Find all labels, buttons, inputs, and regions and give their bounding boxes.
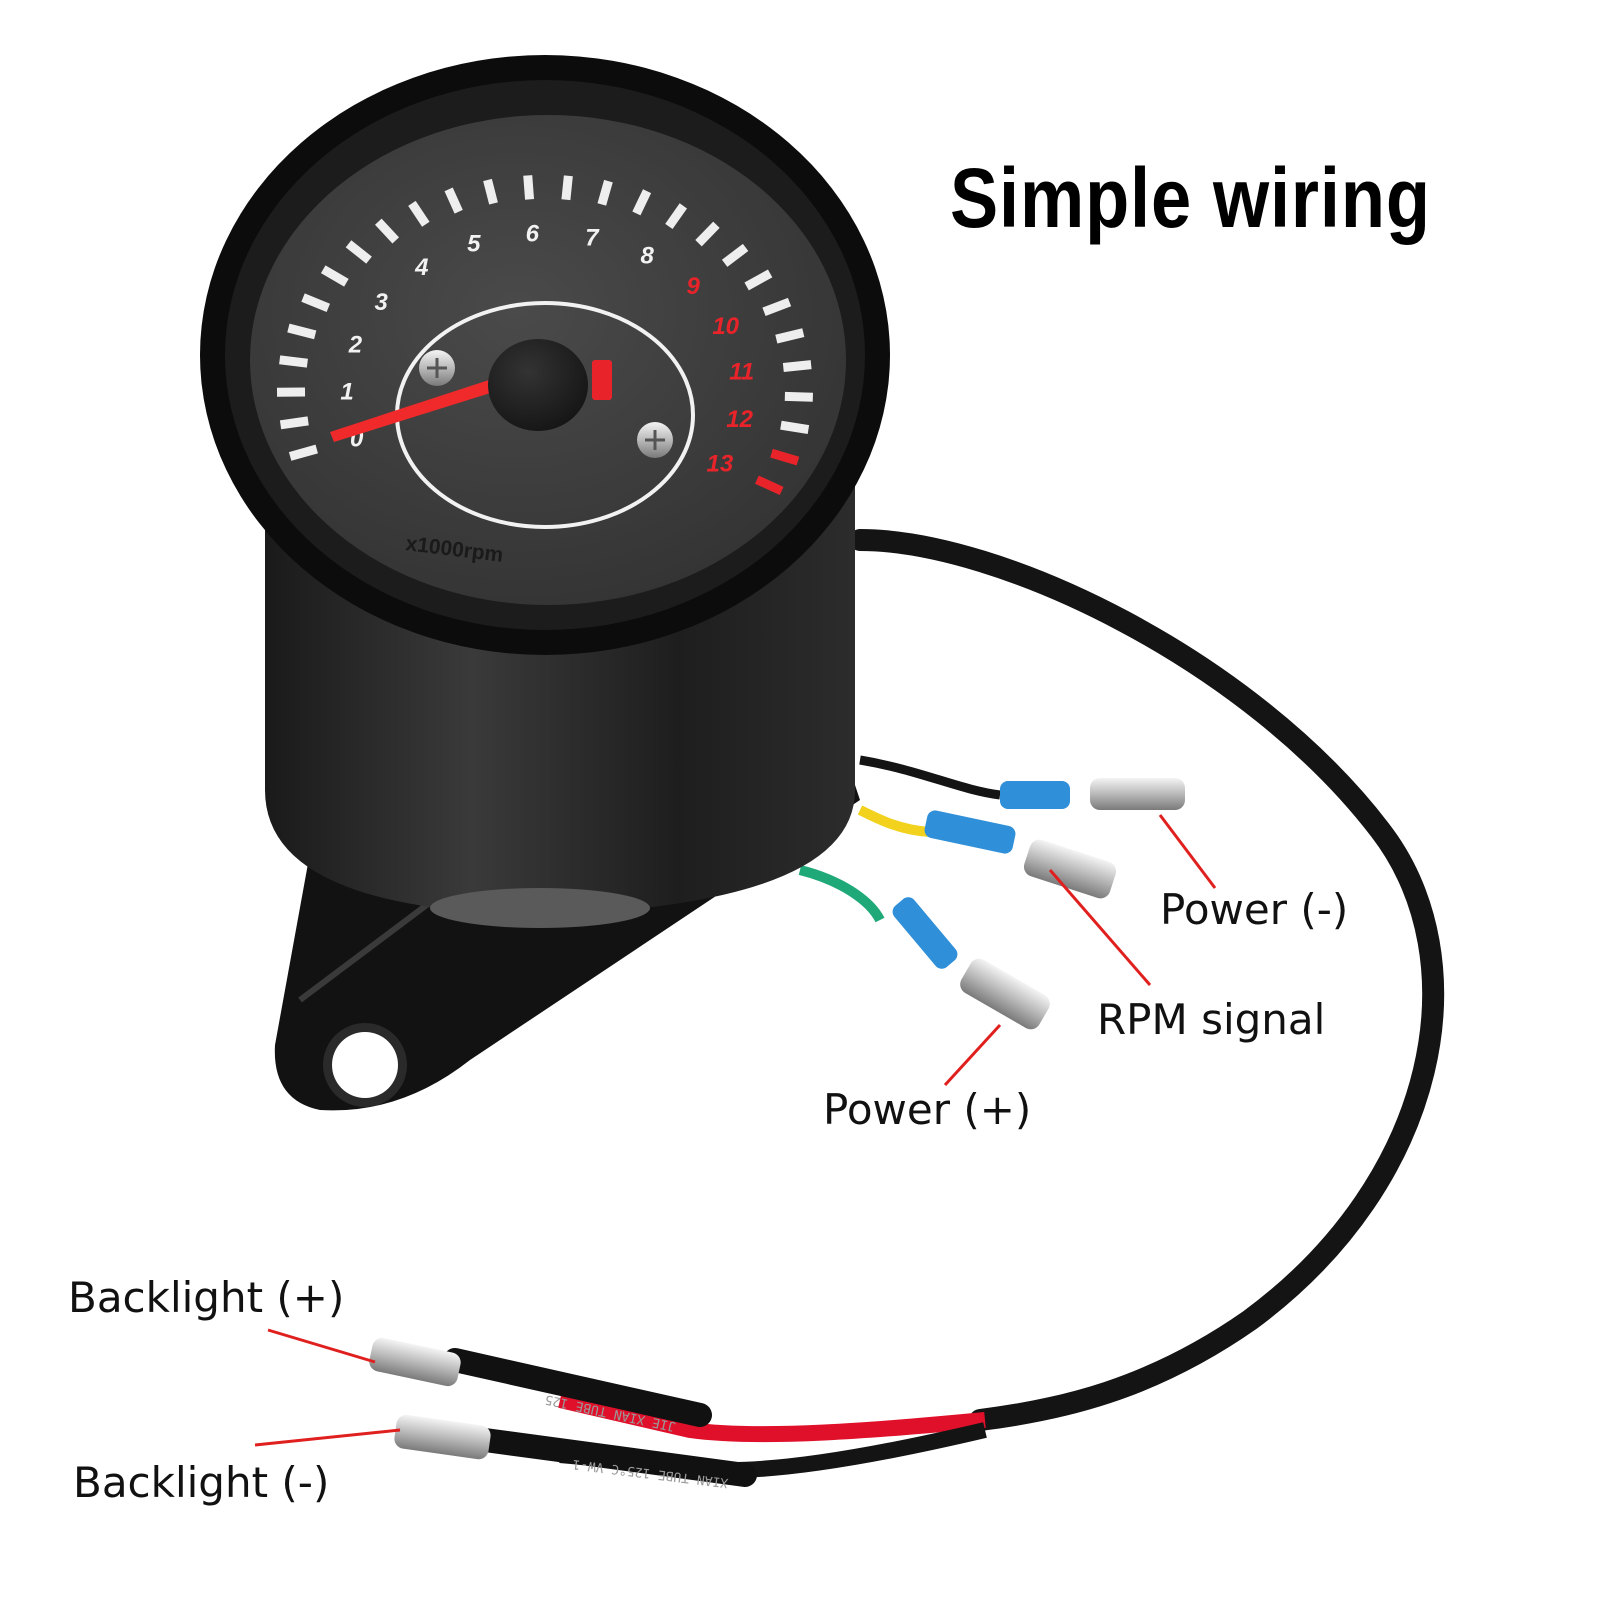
needle-hub (488, 339, 588, 431)
leader-power-pos (943, 1023, 1002, 1087)
terminal-rpm (1023, 839, 1117, 899)
page-title: Simple wiring (950, 151, 1431, 245)
dial-tick (632, 189, 652, 216)
label-backlight-positive: Backlight (+) (68, 1273, 345, 1322)
dial-number: 12 (726, 406, 753, 433)
dial-tick (755, 475, 784, 496)
dial-tick (561, 175, 573, 201)
leader-backlight-pos (267, 1328, 376, 1364)
dial-tick (782, 360, 812, 372)
shrink-tube-lower (473, 1428, 757, 1487)
shrink-tube-upper (443, 1348, 712, 1427)
label-power-negative: Power (-) (1160, 885, 1349, 934)
dial-tick (721, 243, 749, 267)
dial-tick (597, 179, 613, 206)
dial-tick (375, 218, 400, 244)
leader-power-neg (1158, 814, 1217, 889)
dial-tick (301, 293, 331, 313)
dial-tick (665, 203, 688, 230)
dial-tick (762, 297, 792, 317)
dial-ticks (276, 175, 813, 496)
sleeve-power-neg (1000, 781, 1070, 809)
dial-tick (523, 175, 535, 200)
dial-tick (780, 420, 810, 435)
screw-right (637, 422, 673, 458)
terminal-power-pos (960, 958, 1050, 1030)
dial-tick (695, 221, 720, 247)
dial-number: 4 (414, 254, 428, 281)
dial-tick (288, 444, 318, 461)
dial-tick (784, 391, 813, 402)
dial-tick (775, 328, 805, 344)
dial-tick (279, 355, 308, 368)
needle (330, 378, 500, 442)
terminal-backlight-neg (394, 1414, 491, 1460)
needle-stop (592, 360, 612, 400)
wire-black-power-neg (859, 755, 1001, 800)
dial-number: 2 (348, 332, 363, 359)
dial-number: 11 (729, 358, 754, 385)
terminal-power-neg (1090, 778, 1185, 810)
dial-number: 10 (712, 313, 739, 340)
dial-number: 6 (526, 220, 540, 247)
label-backlight-negative: Backlight (-) (73, 1458, 330, 1507)
dial-tick (444, 187, 463, 214)
dial-number: 13 (706, 451, 733, 478)
dial-tick (744, 269, 773, 291)
leader-backlight-neg (254, 1428, 401, 1447)
backlight-cable (849, 529, 1445, 1431)
mount-hole-opening (332, 1032, 398, 1098)
dial-number: 9 (687, 273, 701, 300)
dial-number: 3 (374, 289, 388, 316)
leader-rpm (1048, 869, 1152, 986)
dial-tick (408, 200, 430, 227)
dial-tick (345, 240, 372, 264)
body-base-ring (430, 888, 650, 928)
sleeve-power-pos (892, 897, 958, 969)
dial-tick (279, 416, 309, 430)
dial-tick (770, 448, 800, 466)
dial-number: 5 (467, 231, 481, 258)
terminal-backlight-pos (369, 1337, 461, 1387)
dial-number: 8 (641, 243, 655, 270)
label-rpm-signal: RPM signal (1097, 995, 1326, 1044)
wire-green-power-pos (798, 865, 885, 923)
sleeve-rpm (924, 810, 1016, 854)
dial-tick (320, 265, 349, 287)
wire-yellow-rpm (857, 805, 931, 837)
dial-tick (483, 178, 498, 205)
dial-number: 1 (340, 379, 353, 406)
screw-left (419, 350, 455, 386)
dial-number: 7 (585, 224, 600, 251)
label-power-positive: Power (+) (823, 1085, 1032, 1134)
wire-red-backlight (558, 1392, 986, 1443)
dial-tick (287, 323, 317, 340)
